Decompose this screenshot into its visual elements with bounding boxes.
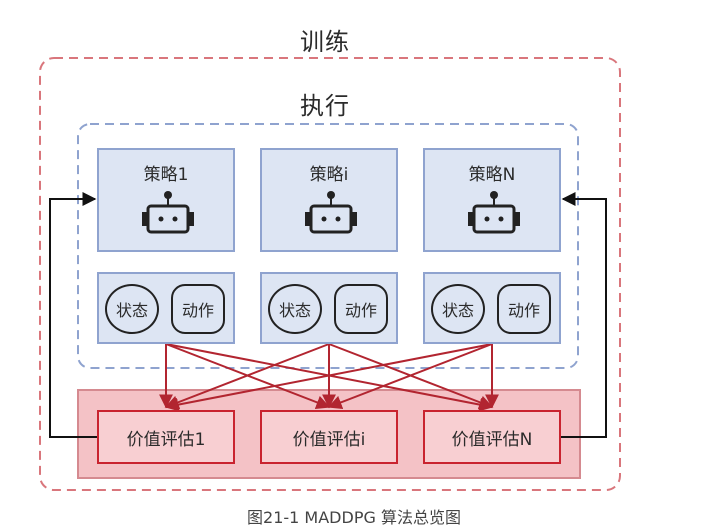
execution-frame [77,123,579,369]
policy-box-i: 策略i [260,148,398,252]
state-node: 状态 [268,284,322,334]
critic-box-n: 价值评估N [423,410,561,464]
policy-label: 策略1 [143,165,189,185]
state-action-box-n: 状态 动作 [423,272,561,344]
robot-icon [468,191,520,234]
robot-icon [305,191,357,234]
figure-caption: 图21-1 MADDPG 算法总览图 [247,508,461,527]
action-node: 动作 [497,284,551,334]
action-node: 动作 [334,284,388,334]
policy-box-1: 策略1 [97,148,235,252]
policy-label: 策略N [468,165,516,185]
state-to-critic-arrows [159,343,499,412]
feedback-arrow-left [49,192,97,438]
state-node: 状态 [431,284,485,334]
critic-box-1: 价值评估1 [97,410,235,464]
policy-box-n: 策略N [423,148,561,252]
feedback-arrow-right [561,192,607,438]
training-frame [39,57,621,491]
policy-label: 策略i [309,165,349,185]
state-action-box-i: 状态 动作 [260,272,398,344]
training-title: 训练 [300,28,350,56]
robot-icon [142,191,194,234]
action-node: 动作 [171,284,225,334]
execution-title: 执行 [300,92,350,120]
critic-box-i: 价值评估i [260,410,398,464]
state-node: 状态 [105,284,159,334]
state-action-box-1: 状态 动作 [97,272,235,344]
